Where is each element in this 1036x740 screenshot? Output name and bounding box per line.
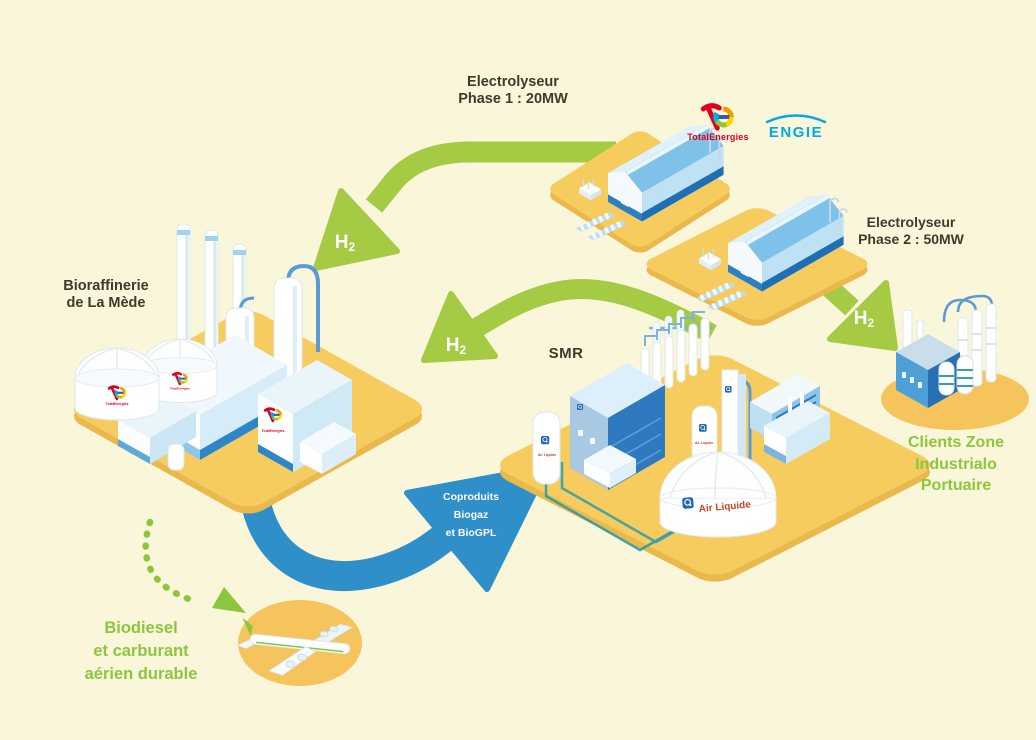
h2-label-clients: H2 [853,308,875,330]
h2-label-phase1: H2 [334,232,356,254]
biorefinery-label: Bioraffinerie de La Mède [63,278,148,312]
storage-tank-1 [75,348,159,420]
electrolyser2-label: Electrolyseur Phase 2 : 50MW [858,214,964,247]
smr-illustration: Air Liquide Air Liquide Air Liquide [532,309,830,552]
engie-logo: ENGIE [764,112,828,141]
clients-illustration [896,294,997,408]
h2-label-phase2: H2 [445,335,467,357]
label-line: Phase 1 : 20MW [458,91,568,108]
airliquide-tiny-wordmark: Air Liquide [695,441,713,445]
engie-wordmark: ENGIE [768,124,824,141]
electrolyser1-label: Electrolyseur Phase 1 : 20MW [458,74,568,108]
clients-label: Clients Zone Industrialo Portuaire [908,432,1004,497]
dashed-biodiesel-arrow [142,518,246,613]
label-line: Bioraffinerie [63,278,149,294]
green-h2-arrow-phase2 [421,279,717,363]
engie-arc-icon [765,114,827,124]
totalenergies-wordmark: TotalEnergies [687,132,749,142]
label-line: Electrolyseur [467,74,559,90]
totalenergies-tiny-wordmark: TotalEnergies [262,429,285,433]
airplane-illustration [236,617,354,676]
label-line: aérien durable [84,665,198,684]
totalenergies-logo: TotalEnergies [687,100,749,142]
airliquide-tiny-wordmark: Air Liquide [538,453,556,457]
label-line: de La Mède [66,295,146,312]
label-line: Portuaire [920,477,992,495]
label-line: Industrialo [915,455,997,473]
coproducts-label: Coproduits Biogaz et BioGPL [443,489,499,543]
label-line: Clients Zone [907,434,1005,451]
biorefinery-illustration: TotalEnergies [75,223,356,474]
label-line: et carburant [93,642,189,661]
airliquide-wordmark: Air Liquide [698,499,751,515]
label-line: SMR [548,345,584,362]
label-line: et BioGPL [445,526,497,539]
label-line: Electrolyseur [866,214,956,230]
blue-coproducts-arrow [239,464,550,592]
smr-column-array [640,309,712,401]
totalenergies-icon [698,100,738,132]
label-line: Biogaz [453,508,489,521]
label-line: Biodiesel [104,619,178,637]
label-line: Phase 2 : 50MW [858,230,964,247]
airliquide-dome: Air Liquide [659,451,777,538]
smr-label: SMR [549,345,584,363]
green-h2-arrow-phase1 [313,141,616,271]
label-line: Coproduits [443,491,499,503]
biodiesel-label: Biodiesel et carburant aérien durable [85,617,198,686]
